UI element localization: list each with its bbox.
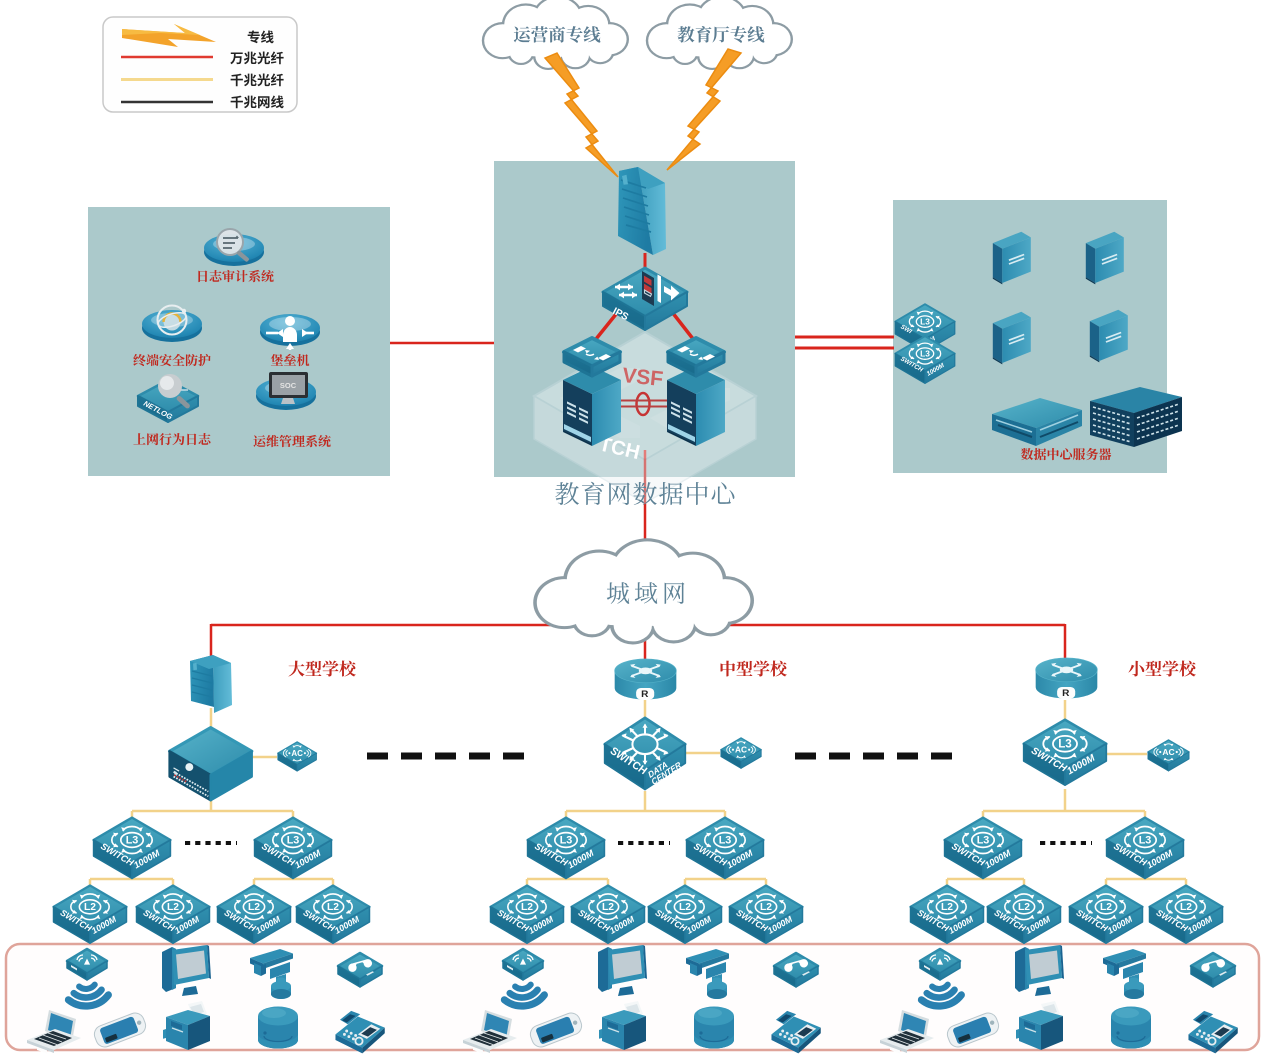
svg-text:L2: L2 <box>760 902 772 913</box>
svg-text:L2: L2 <box>679 902 691 913</box>
svg-text:VSF: VSF <box>621 364 664 391</box>
svg-text:AC: AC <box>735 745 747 755</box>
svg-text:L2: L2 <box>521 902 533 913</box>
svg-text:L3: L3 <box>719 835 732 847</box>
svg-text:AC: AC <box>1162 747 1174 757</box>
svg-text:L3: L3 <box>977 835 990 847</box>
svg-text:L2: L2 <box>84 902 96 913</box>
svg-text:L2: L2 <box>248 902 260 913</box>
svg-text:L3: L3 <box>1058 738 1072 751</box>
svg-text:L2: L2 <box>941 902 953 913</box>
svg-text:L3: L3 <box>560 835 573 847</box>
svg-text:L3: L3 <box>126 835 139 847</box>
svg-text:L2: L2 <box>1180 902 1192 913</box>
svg-text:L2: L2 <box>327 902 339 913</box>
svg-text:L2: L2 <box>1018 902 1030 913</box>
svg-text:L3: L3 <box>920 348 930 358</box>
svg-text:L2: L2 <box>167 902 179 913</box>
svg-text:L2: L2 <box>1100 902 1112 913</box>
svg-text:L2: L2 <box>602 902 614 913</box>
svg-text:L3: L3 <box>920 316 930 326</box>
svg-text:L3: L3 <box>1139 835 1152 847</box>
svg-text:AC: AC <box>291 749 303 758</box>
svg-text:L3: L3 <box>287 835 300 847</box>
svg-text:SOC: SOC <box>280 381 297 390</box>
